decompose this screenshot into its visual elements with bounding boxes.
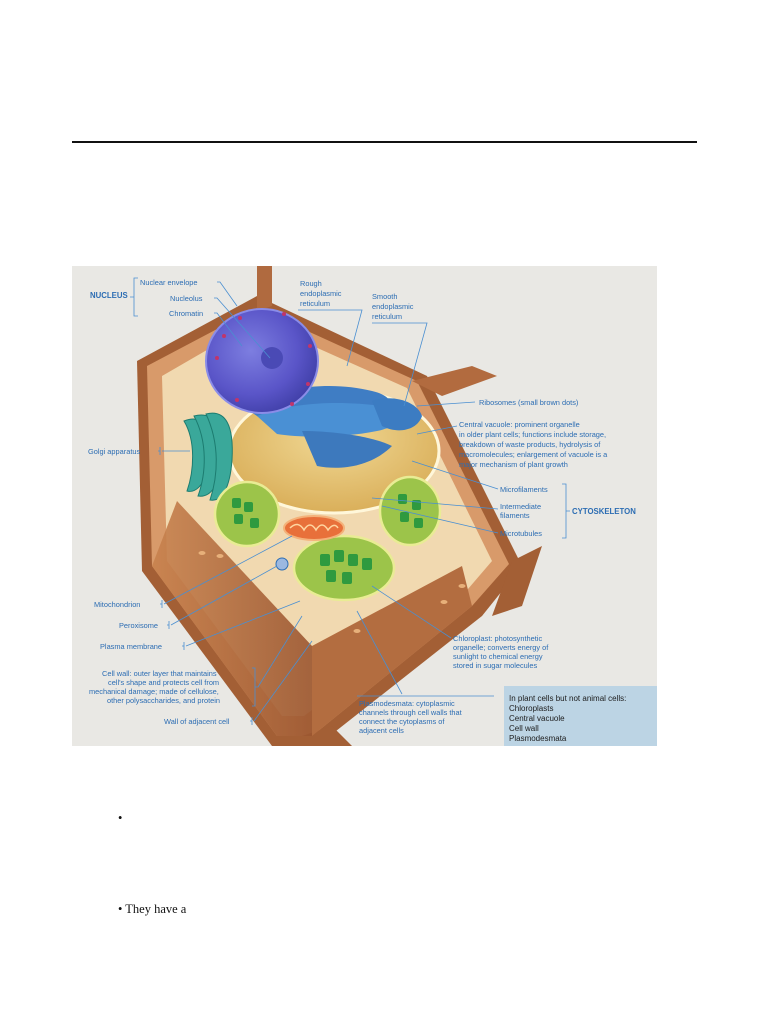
legend-heading: In plant cells but not animal cells: [509, 694, 626, 703]
label-cell-wall-3: mechanical damage; made of cellulose, [89, 687, 219, 696]
label-nuclear-envelope: Nuclear envelope [140, 278, 198, 287]
label-smooth-er-2: endoplasmic [372, 302, 414, 311]
legend-box [504, 686, 657, 746]
label-chloroplast-4: stored in sugar molecules [453, 661, 538, 670]
label-cell-wall-2: cell's shape and protects cell from [108, 678, 219, 687]
cell-wall-front [152, 501, 312, 736]
legend-item: Plasmodesmata [509, 734, 567, 743]
legend-item: Cell wall [509, 724, 539, 733]
label-plasma-membrane: Plasma membrane [100, 642, 162, 651]
label-central-vacuole-5: major mechanism of plant growth [459, 460, 568, 469]
label-chloroplast-2: organelle; converts energy of [453, 643, 549, 652]
label-central-vacuole-2: in older plant cells; functions include … [459, 430, 606, 439]
nucleus-brace [130, 277, 138, 317]
legend-item: Central vacuole [509, 714, 565, 723]
label-plasmodesmata-1: Plasmodesmata: cytoplasmic [359, 699, 455, 708]
label-central-vacuole-3: breakdown of waste products, hydrolysis … [459, 440, 601, 449]
label-intermediate-filaments-2: filaments [500, 511, 530, 520]
plant-cell-figure: NUCLEUS Nuclear envelope Nucleolus Chrom… [72, 266, 657, 746]
chloroplast-shapes [213, 475, 442, 602]
label-cytoskeleton: CYTOSKELETON [572, 507, 636, 516]
label-mitochondrion: Mitochondrion [94, 600, 140, 609]
label-nucleolus: Nucleolus [170, 294, 203, 303]
cytoskeleton-brace [562, 483, 570, 539]
plant-cell-diagram: NUCLEUS Nuclear envelope Nucleolus Chrom… [88, 266, 657, 746]
cell-wall-brace [252, 615, 303, 707]
label-plasmodesmata-3: connect the cytoplasms of [359, 717, 445, 726]
label-chloroplast-3: sunlight to chemical energy [453, 652, 543, 661]
golgi-shape [183, 412, 233, 501]
label-cell-wall-1: Cell wall: outer layer that maintains [102, 669, 217, 678]
legend-item: Chloroplasts [509, 704, 553, 713]
horizontal-rule [72, 141, 697, 143]
bullet-item-empty: • [118, 811, 123, 825]
bullet-item-text: • They have a [118, 902, 187, 916]
label-wall-of-adjacent-cell: Wall of adjacent cell [164, 717, 230, 726]
label-smooth-er-3: reticulum [372, 312, 402, 321]
label-cell-wall-4: other polysaccharides, and protein [107, 696, 220, 705]
peroxisome-shape [275, 557, 289, 571]
label-rough-er-3: reticulum [300, 299, 330, 308]
label-microfilaments: Microfilaments [500, 485, 548, 494]
label-microtubules: Microtubules [500, 529, 542, 538]
label-rough-er-1: Rough [300, 279, 322, 288]
endoplasmic-reticulum-shape [242, 386, 422, 468]
label-plasmodesmata-4: adjacent cells [359, 726, 404, 735]
label-smooth-er-1: Smooth [372, 292, 397, 301]
label-peroxisome: Peroxisome [119, 621, 158, 630]
label-golgi: Golgi apparatus [88, 447, 140, 456]
label-chloroplast-1: Chloroplast: photosynthetic [453, 634, 542, 643]
label-plasmodesmata-2: channels through cell walls that [359, 708, 462, 717]
label-ribosomes: Ribosomes (small brown dots) [479, 398, 578, 407]
label-nucleus: NUCLEUS [90, 291, 128, 300]
label-intermediate-filaments-1: Intermediate [500, 502, 541, 511]
label-central-vacuole-1: Central vacuole: prominent organelle [459, 420, 580, 429]
nucleolus-shape [261, 347, 283, 369]
label-rough-er-2: endoplasmic [300, 289, 342, 298]
label-central-vacuole-4: macromolecules; enlargement of vacuole i… [459, 450, 608, 459]
cell-wall-side [312, 566, 472, 736]
label-chromatin: Chromatin [169, 309, 203, 318]
